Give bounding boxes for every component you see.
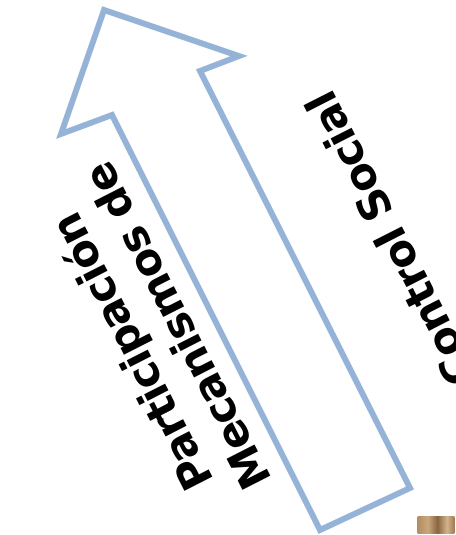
photo-thumbnail-icon xyxy=(417,516,455,534)
arrow-outline xyxy=(56,6,415,534)
